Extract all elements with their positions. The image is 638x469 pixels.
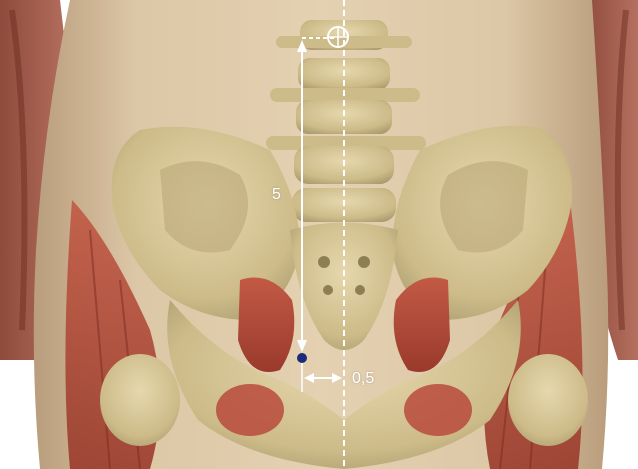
sacral-foramen-r1: [358, 256, 370, 268]
left-femoral-head: [100, 354, 180, 446]
left-obturator: [216, 384, 284, 436]
acupoint-marker: [297, 353, 307, 363]
vertical-distance-label: 5: [272, 186, 281, 204]
sacral-foramen-l1: [318, 256, 330, 268]
horizontal-distance-label: 0,5: [352, 370, 374, 388]
right-femoral-head: [508, 354, 588, 446]
sacral-foramen-l2: [323, 285, 333, 295]
sacral-foramen-r2: [355, 285, 365, 295]
right-obturator: [404, 384, 472, 436]
